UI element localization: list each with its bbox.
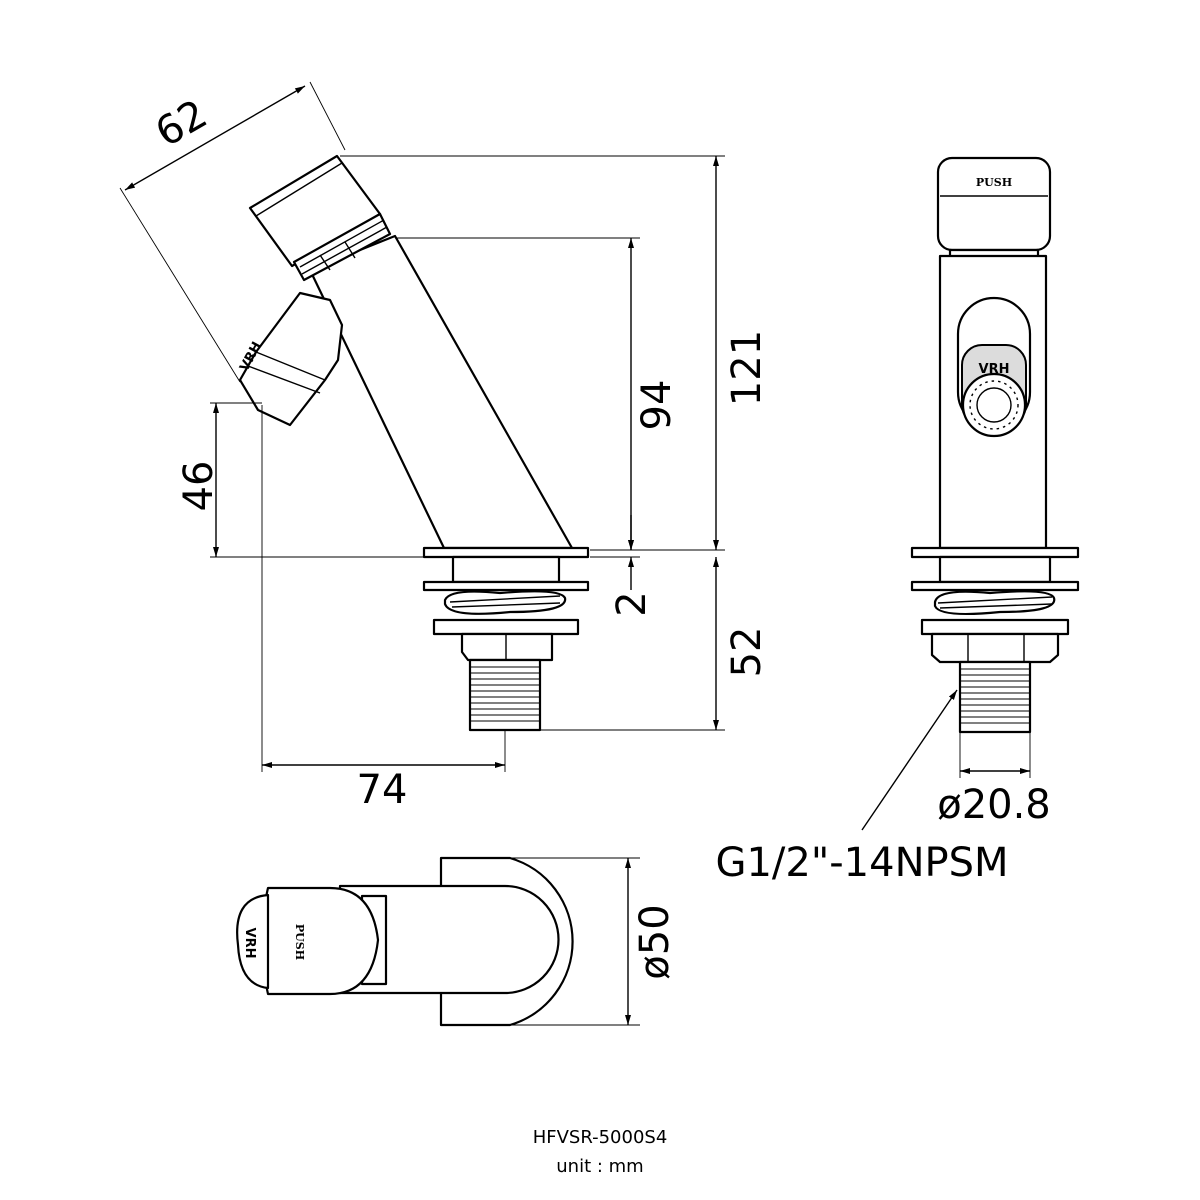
washer-plate [422,580,590,592]
push-button-front [936,156,1052,252]
top-view: PUSH VRH ø50 [236,856,678,1027]
front-view: PUSH VRH [715,156,1080,886]
spring-washer [443,590,567,615]
dim-body-height: 94 [634,380,680,431]
washer-plate-front [910,580,1080,592]
faucet-body [308,234,574,550]
dim-handle-length: 62 [148,91,215,156]
deck-plate [422,546,590,559]
model-number: HFVSR-5000S4 [533,1127,668,1148]
dim-shank-diameter: ø20.8 [937,782,1051,828]
lock-nut-front [930,632,1060,664]
spout-top [236,893,270,990]
escutcheon-front [938,555,1052,584]
dim-spout-height: 46 [176,461,222,512]
threaded-shank [468,658,542,732]
lock-nut-flange-front [920,618,1070,636]
shank-threads [470,666,540,722]
dim-total-height: 121 [724,330,770,406]
deck-plate-front [910,546,1080,559]
dim-reach: 74 [357,767,408,813]
brand-text-top: VRH [242,928,257,959]
side-view: VRH [119,81,770,813]
unit-note: unit : mm [556,1156,643,1177]
lock-nut-flange [432,618,580,636]
brand-text: VRH [979,362,1010,377]
threaded-shank-front [958,660,1032,734]
lock-nut [460,632,554,662]
push-button-text-top: PUSH [293,924,306,960]
body-top [338,884,560,995]
push-button-top [260,886,380,996]
dim-shank-length: 52 [724,627,770,678]
aerator-ring [961,372,1027,438]
shank-threads-front [960,668,1030,724]
thread-spec-label: G1/2"-14NPSM [715,840,1008,886]
push-button-text: PUSH [976,176,1012,189]
escutcheon [451,555,561,584]
dim-base-diameter: ø50 [632,904,678,979]
dim-deck-thickness: 2 [609,591,655,616]
spring-washer-front [933,590,1056,616]
